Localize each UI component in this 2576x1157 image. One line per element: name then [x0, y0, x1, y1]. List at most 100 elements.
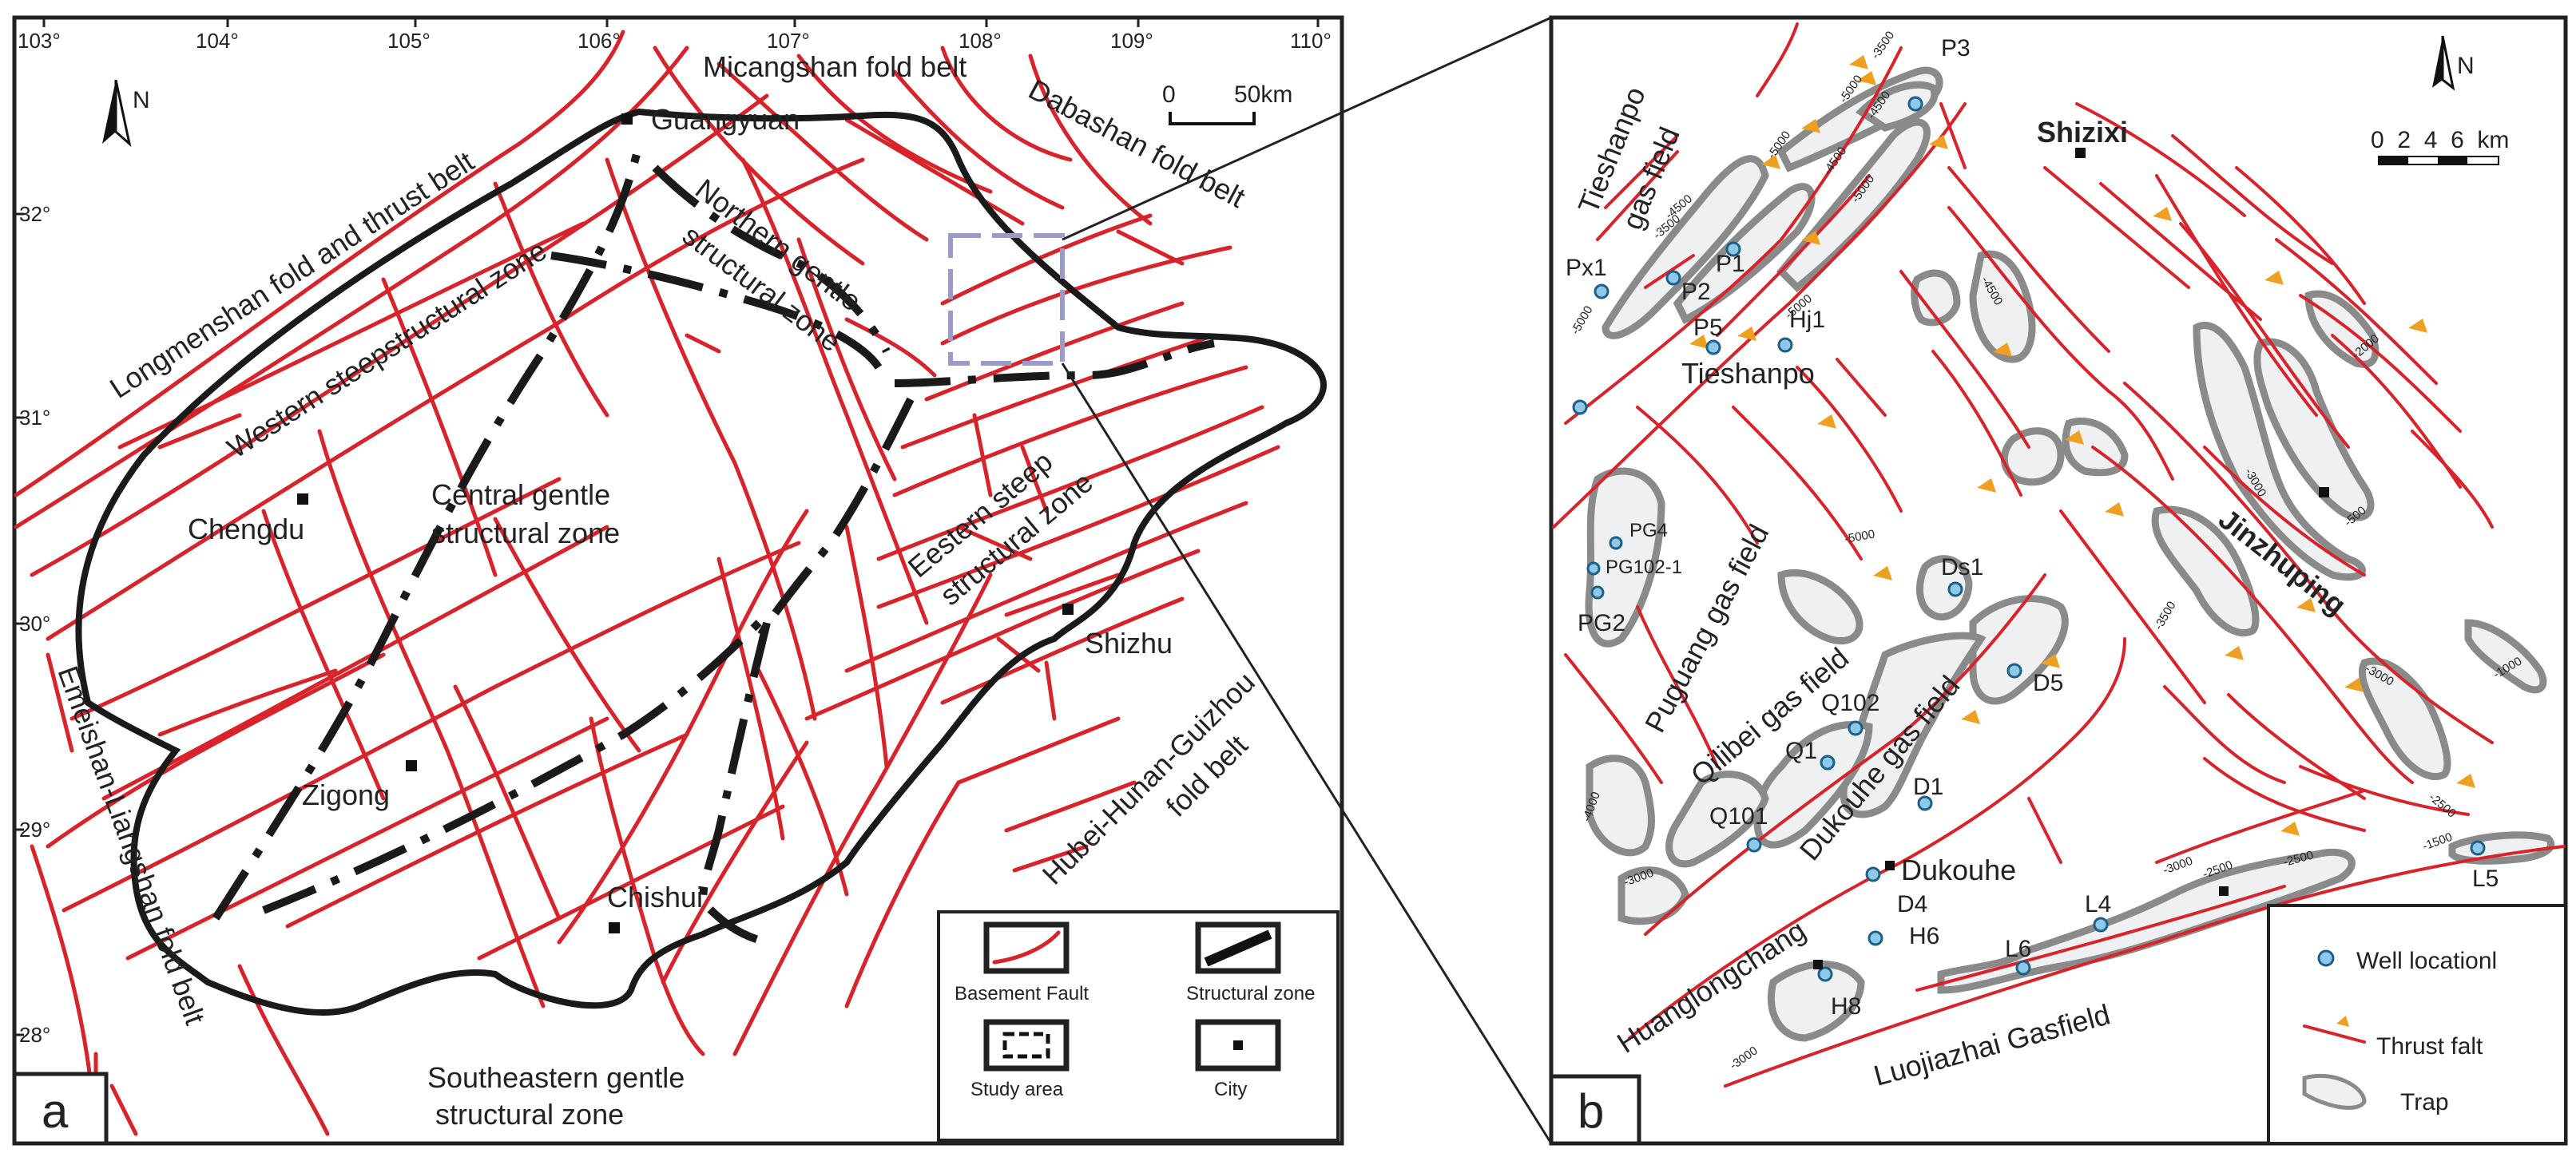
well-label: PG2 — [1578, 610, 1625, 636]
well-label: L6 — [2005, 936, 2031, 962]
city-marker — [609, 922, 620, 933]
legend-thrust: Thrust falt — [2376, 1033, 2483, 1060]
scale-end: 50km — [1234, 81, 1292, 108]
well-label: L5 — [2472, 866, 2499, 892]
well-marker — [2006, 663, 2022, 679]
well-marker — [1746, 837, 1762, 853]
well-marker — [1705, 339, 1721, 355]
well-marker — [2317, 949, 2335, 967]
scale-bar-a: 0 50km — [1162, 81, 1292, 125]
well-marker — [2470, 840, 2486, 856]
well-marker — [1820, 755, 1836, 771]
well-label: Px1 — [1566, 255, 1607, 281]
lon-tick: 103° — [18, 29, 61, 53]
well-marker — [1586, 561, 1601, 576]
longitude-ticks: 103° 104° 105° 106° 107° 108° 109° 110° — [18, 18, 1332, 53]
study-area-box — [948, 233, 1065, 366]
city-marker — [2219, 886, 2229, 896]
legend-city: City — [1214, 1079, 1247, 1100]
well-marker — [2015, 960, 2031, 976]
scale-text: 0 2 4 6 km — [2371, 127, 2509, 153]
central-zone-label-2: structural zone — [431, 517, 620, 549]
lon-tick: 110° — [1290, 29, 1332, 53]
place-shizixi: Shizixi — [2037, 116, 2128, 149]
legend-structural-zone: Structural zone — [1186, 983, 1315, 1004]
lat-tick: 32° — [19, 202, 50, 226]
panel-a: 103° 104° 105° 106° 107° 108° 109° 110° … — [12, 15, 1344, 1146]
zoom-connectors — [1061, 16, 1553, 1144]
well-label: P2 — [1681, 279, 1711, 305]
lat-tick: 31° — [19, 406, 50, 430]
lat-tick: 30° — [19, 612, 50, 636]
north-arrow-a: N — [102, 79, 150, 148]
well-label: Hj1 — [1789, 307, 1825, 333]
well-marker — [1725, 241, 1741, 257]
well-marker — [1609, 536, 1623, 550]
legend-a: Basement Fault Structural zone Study are… — [937, 910, 1340, 1142]
north-label: N — [133, 87, 150, 113]
well-marker — [1594, 283, 1610, 299]
well-marker — [1865, 866, 1881, 882]
wells: P3 Px1 P1 P2 P5 Hj1 PG4 PG102-1 PG2 Ds1 … — [1566, 35, 2499, 1020]
well-label: Q102 — [1821, 690, 1879, 716]
lon-tick: 107° — [767, 29, 810, 53]
southeastern-zone-label-1: Southeastern gentle — [427, 1061, 685, 1094]
panel-a-label-box — [12, 1072, 109, 1146]
lat-tick: 29° — [19, 818, 50, 842]
city-chishui: Chishui — [607, 881, 703, 913]
scale-zero: 0 — [1162, 81, 1176, 108]
legend-study-area: Study area — [970, 1079, 1064, 1100]
well-label: D1 — [1913, 774, 1943, 800]
panel-a-label: a — [42, 1084, 69, 1138]
north-label: N — [2457, 53, 2475, 79]
lat-tick: 28° — [19, 1023, 50, 1047]
lon-tick: 108° — [959, 29, 1002, 53]
cities: Guangyuan Chengdu Zigong Chishui Shizhu — [188, 103, 1173, 933]
city-guangyuan: Guangyuan — [651, 103, 800, 136]
well-label: Q101 — [1709, 803, 1768, 830]
well-marker — [1848, 720, 1864, 736]
well-marker — [1907, 96, 1923, 112]
micangshan-label: Micangshan fold belt — [703, 50, 966, 83]
north-arrow-b: N — [2432, 35, 2475, 91]
city-marker — [297, 493, 308, 505]
city-marker — [1813, 960, 1823, 969]
well-label: PG102-1 — [1606, 557, 1682, 578]
structural-zone-lines — [212, 142, 1215, 946]
city-marker — [1885, 861, 1895, 870]
city-marker — [1062, 604, 1074, 615]
southeastern-zone-label-2: structural zone — [435, 1098, 624, 1131]
well-marker — [1572, 399, 1588, 415]
panel-b: P3 Px1 P1 P2 P5 Hj1 PG4 PG102-1 PG2 Ds1 … — [1549, 15, 2568, 1146]
panel-b-label: b — [1578, 1084, 1604, 1138]
city-marker — [621, 113, 633, 125]
legend-well: Well locationl — [2356, 948, 2497, 974]
well-label: P5 — [1693, 315, 1723, 341]
legend-basement-fault: Basement Fault — [955, 983, 1089, 1004]
well-marker — [1817, 966, 1833, 982]
well-label: P3 — [1941, 35, 1971, 61]
north-arrow-icon — [102, 80, 116, 144]
basement-faults — [14, 30, 1280, 1136]
city-marker — [2075, 148, 2086, 158]
well-marker — [2093, 917, 2109, 933]
well-label: D4 — [1897, 891, 1927, 917]
well-label: PG4 — [1629, 520, 1668, 541]
city-marker — [2319, 487, 2329, 497]
city-marker — [406, 760, 417, 771]
well-label: Ds1 — [1941, 554, 1983, 580]
well-marker — [1665, 270, 1681, 286]
place-dukouhe: Dukouhe — [1901, 854, 2016, 886]
north-arrow-icon — [2432, 36, 2443, 88]
scale-bar-b: 0 2 4 6 km — [2371, 127, 2509, 165]
city-zigong: Zigong — [302, 779, 390, 811]
latitude-ticks: 32° 31° 30° 29° 28° — [14, 202, 50, 1047]
legend-b: Well locationl Thrust falt Trap — [2267, 904, 2567, 1145]
well-label: D5 — [2033, 670, 2063, 696]
panel-b-label-box — [1549, 1074, 1641, 1146]
city-shizhu: Shizhu — [1085, 627, 1173, 660]
lon-tick: 104° — [196, 29, 239, 53]
place-tieshanpo: Tieshanpo — [1681, 357, 1815, 390]
well-label: H6 — [1909, 923, 1939, 949]
